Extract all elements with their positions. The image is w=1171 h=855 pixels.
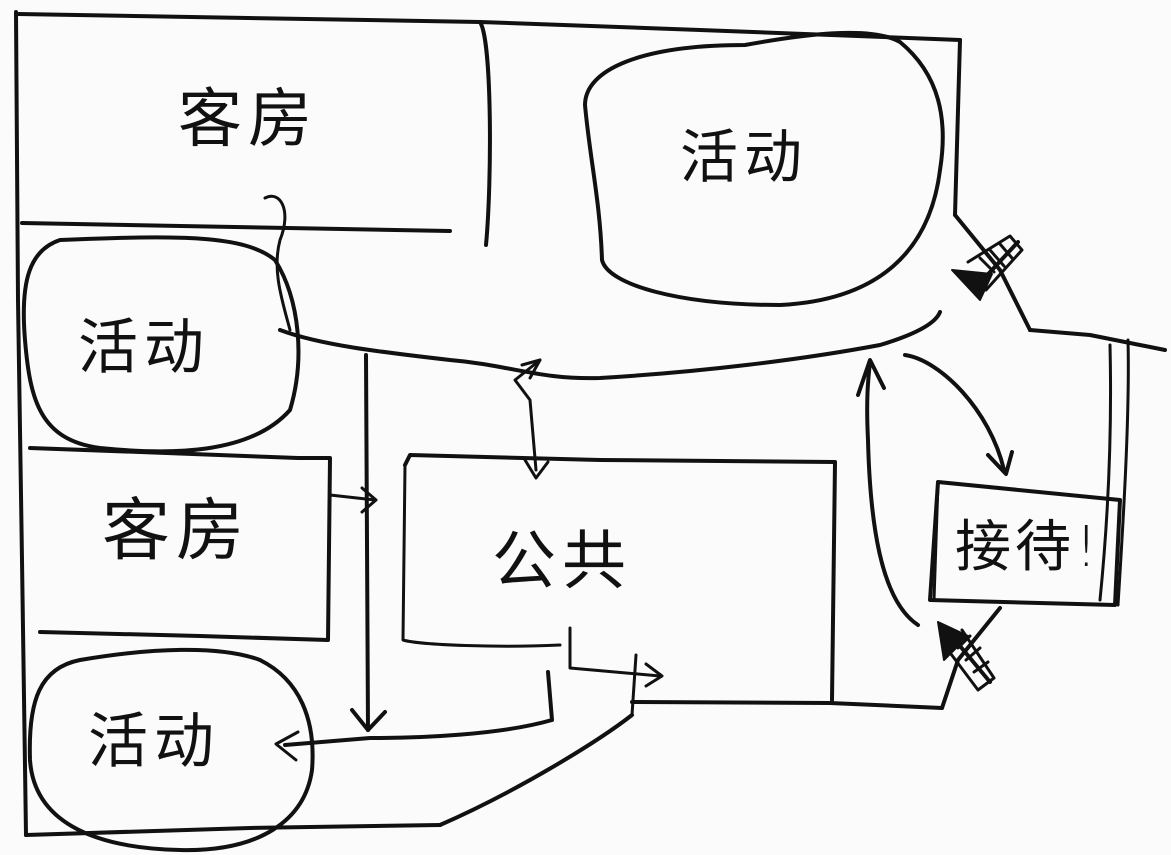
arrow-guest-room-to-corridor-head <box>360 486 378 514</box>
corridor-arrow-head-bottom <box>350 708 387 732</box>
arrow-to-reception-head <box>986 450 1014 476</box>
reception-text: 接待 <box>955 515 1075 580</box>
arrow-public-exit-head <box>644 662 664 688</box>
outer-wall-left <box>14 10 28 837</box>
right-wall-diagonal <box>953 213 1032 332</box>
entrance-arrow-upper <box>951 234 1024 301</box>
corridor-right-top <box>1028 328 1167 352</box>
right-wall-upper <box>953 38 962 217</box>
guest-room-top-wall-right <box>478 20 492 247</box>
activity-left-outline <box>21 235 301 454</box>
guest-room-middle-outline <box>28 446 332 642</box>
arrow-to-reception <box>903 353 1006 472</box>
public-area-outline <box>403 453 837 702</box>
public-area-left <box>401 463 562 648</box>
outer-wall-bottom <box>24 823 442 837</box>
corridor-right-side <box>1116 338 1130 607</box>
arrow-guest-room-to-corridor <box>328 493 377 502</box>
activity-left-label: 活动 <box>78 313 210 383</box>
guest-room-top-wall-bottom <box>20 221 452 233</box>
entrance-arrow-lower <box>937 621 996 692</box>
arrow-to-activity-bottom-head <box>274 730 300 762</box>
reception-left-tab <box>932 480 940 602</box>
activity-bottom-left-outline <box>27 647 315 853</box>
guest-room-top-label: 客房 <box>178 83 318 157</box>
corridor-right-side-inner <box>1098 343 1113 602</box>
arrow-reception-up-head <box>856 358 886 397</box>
activity-top-right-label: 活动 <box>680 123 809 191</box>
arrow-into-public-head <box>523 458 550 480</box>
reception-exclamation: ! <box>1075 515 1102 580</box>
corridor-vertical-left <box>364 353 370 732</box>
corridor-upper-line <box>278 310 942 381</box>
arrow-into-public-top-head <box>520 358 542 380</box>
arrow-public-exit <box>568 626 662 678</box>
corridor-bottom-diagonal <box>438 713 634 827</box>
activity-top-right-outline <box>583 30 945 307</box>
reception-outline <box>928 480 1122 607</box>
guest-room-middle-label: 客房 <box>102 492 251 571</box>
public-area-bottom <box>630 700 944 710</box>
reception-label: 接待! <box>955 520 1101 576</box>
arrow-into-public <box>513 358 542 472</box>
guest-top-to-activity-connector <box>263 194 292 332</box>
arrow-reception-up <box>865 360 920 627</box>
public-area-label: 公共 <box>492 525 632 599</box>
arrow-public-exit-down <box>630 653 638 717</box>
activity-bottom-left-label: 活动 <box>88 707 220 777</box>
right-wall-lower <box>940 606 1002 710</box>
corridor-bottom-line <box>283 670 554 747</box>
